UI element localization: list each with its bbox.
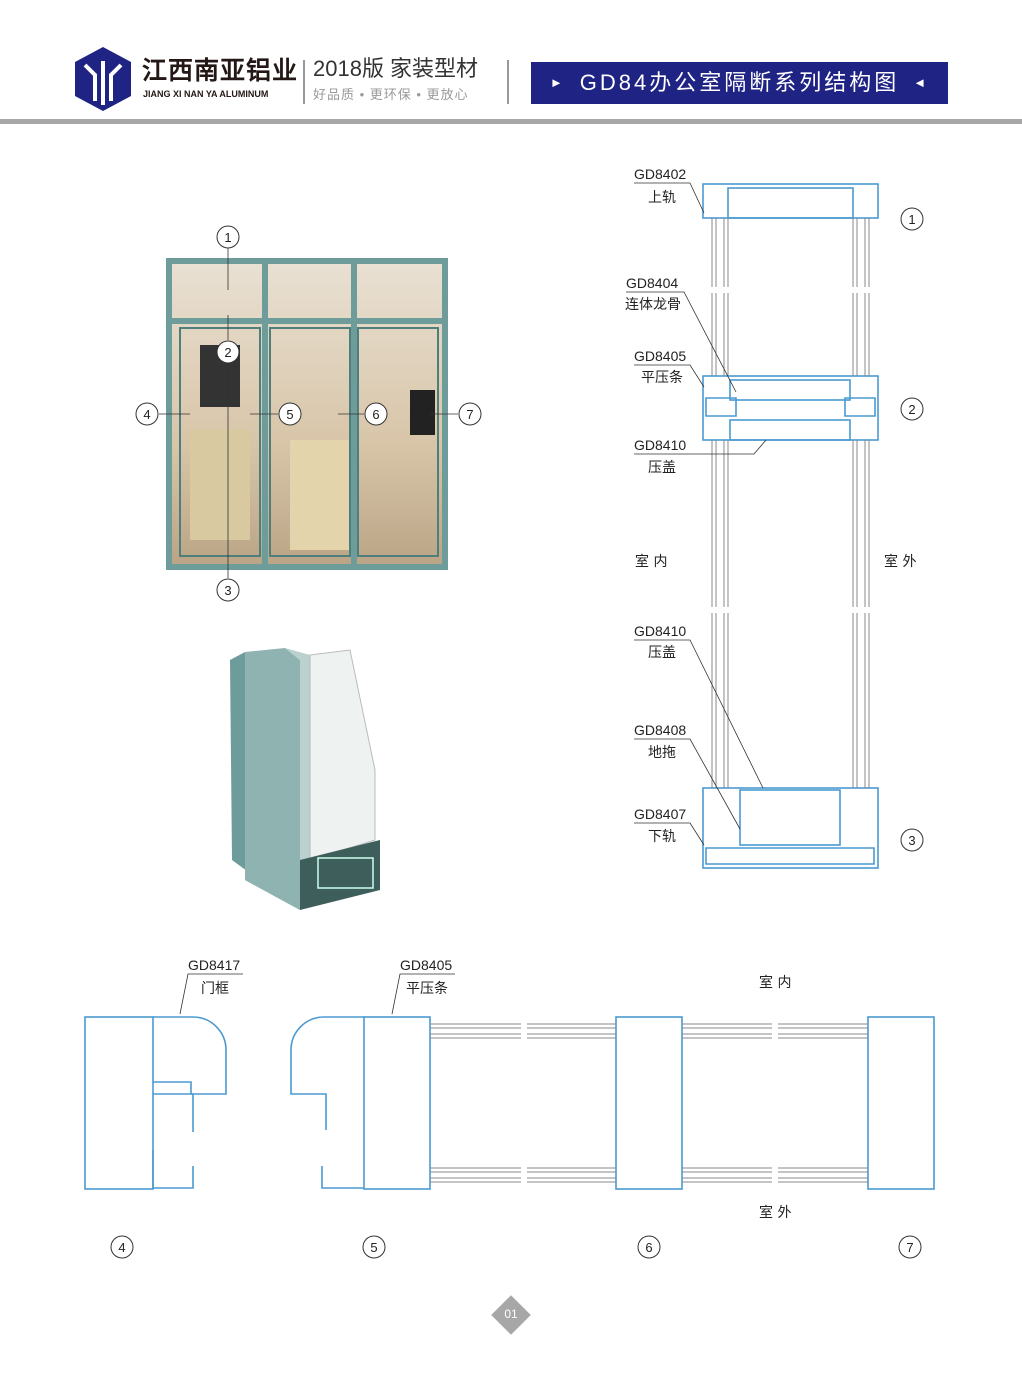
vertical-section-diagram (626, 182, 879, 869)
part-name: 平压条 (406, 980, 448, 997)
brand-name: 江西南亚铝业 (142, 57, 299, 85)
part-code: GD8410 (634, 623, 686, 639)
svg-text:1: 1 (908, 212, 915, 227)
svg-text:4: 4 (118, 1240, 125, 1255)
callout-7: 7 (898, 1235, 922, 1259)
slogan: 好品质 • 更环保 • 更放心 (313, 87, 469, 102)
svg-text:2: 2 (224, 345, 231, 360)
part-name: 压盖 (648, 460, 676, 476)
profile-3d-render (230, 648, 380, 910)
part-code: GD8404 (626, 275, 678, 291)
part-name: 压盖 (648, 645, 676, 661)
svg-text:7: 7 (906, 1240, 913, 1255)
part-code: GD8410 (634, 437, 686, 453)
svg-text:3: 3 (224, 583, 231, 598)
part-code: GD8405 (400, 957, 452, 973)
indoor-label: 室 内 (759, 974, 791, 991)
callout-4: 4 (135, 402, 159, 426)
page-number: 01 (504, 1307, 518, 1321)
part-code: GD8408 (634, 722, 686, 738)
part-code: GD8407 (634, 806, 686, 822)
page-title: GD84办公室隔断系列结构图 (579, 70, 900, 95)
svg-text:4: 4 (143, 407, 150, 422)
window-elevation (166, 258, 448, 570)
triangle-right-icon: ► (549, 75, 566, 90)
triangle-left-icon: ◄ (913, 75, 930, 90)
divider (303, 60, 305, 104)
callout-3: 3 (900, 828, 924, 852)
horizontal-section-labels: GD8417 门框 GD8405 平压条 室 内 室 外 4 5 6 7 (110, 957, 922, 1259)
part-code: GD8402 (634, 166, 686, 182)
callout-2: 2 (216, 340, 240, 364)
header-rule (0, 119, 1022, 124)
callout-3: 3 (216, 578, 240, 602)
callout-6: 6 (637, 1235, 661, 1259)
callout-5: 5 (278, 402, 302, 426)
part-code: GD8405 (634, 348, 686, 364)
indoor-label: 室 内 (635, 553, 667, 570)
callout-4: 4 (110, 1235, 134, 1259)
part-name: 门框 (201, 981, 229, 997)
edition: 2018版 家装型材 (313, 56, 479, 81)
divider (507, 60, 509, 104)
callout-6: 6 (364, 402, 388, 426)
callout-1: 1 (900, 207, 924, 231)
outdoor-label: 室 外 (884, 553, 916, 570)
svg-text:6: 6 (645, 1240, 652, 1255)
brand-english: JIANG XI NAN YA ALUMINUM (143, 89, 269, 99)
part-name: 平压条 (641, 369, 683, 386)
svg-text:3: 3 (908, 833, 915, 848)
callouts-elevation: 1 2 3 4 5 6 7 (135, 225, 482, 602)
svg-text:7: 7 (466, 407, 473, 422)
callout-7: 7 (458, 402, 482, 426)
part-name: 下轨 (648, 829, 676, 845)
logo-icon (75, 47, 131, 111)
callout-2: 2 (900, 397, 924, 421)
callout-1: 1 (216, 225, 240, 249)
svg-text:6: 6 (372, 407, 379, 422)
outdoor-label: 室 外 (759, 1204, 791, 1221)
part-name: 连体龙骨 (625, 297, 681, 313)
svg-text:2: 2 (908, 402, 915, 417)
svg-text:5: 5 (286, 407, 293, 422)
part-name: 地拖 (648, 745, 676, 761)
part-code: GD8417 (188, 957, 240, 973)
vertical-section-labels: GD8402 上轨 GD8404 连体龙骨 GD8405 平压条 GD8410 … (625, 166, 924, 852)
svg-text:5: 5 (370, 1240, 377, 1255)
svg-text:1: 1 (224, 230, 231, 245)
page-title-banner: ► GD84办公室隔断系列结构图 ◄ (531, 62, 948, 104)
horizontal-section-diagram (84, 973, 935, 1190)
callout-5: 5 (362, 1235, 386, 1259)
part-name: 上轨 (648, 190, 676, 206)
